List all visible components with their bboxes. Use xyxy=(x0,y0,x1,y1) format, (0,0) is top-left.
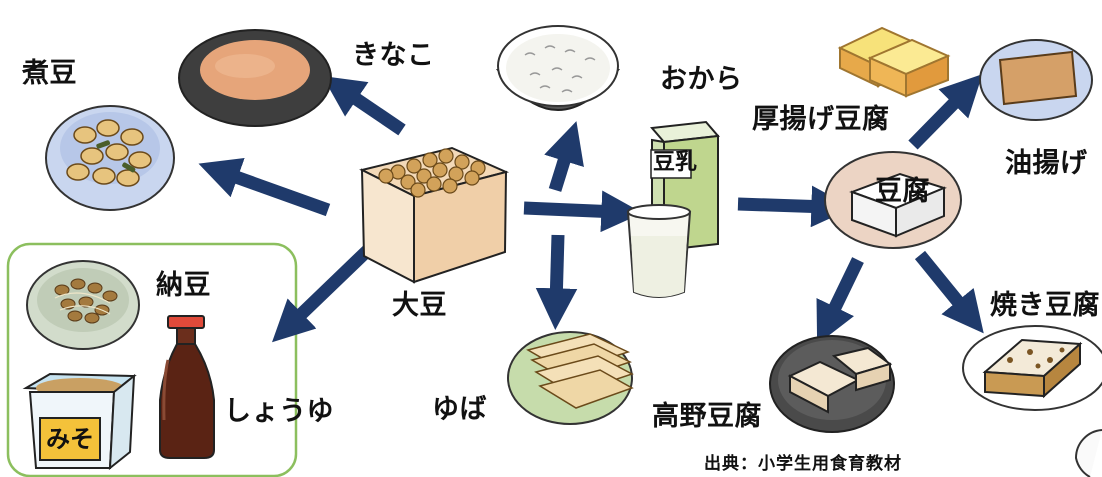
arrows xyxy=(198,74,984,345)
arrow-to-kouya xyxy=(816,257,864,345)
label-okara: おから xyxy=(660,64,743,95)
label-shoyu: しょうゆ xyxy=(224,396,334,427)
label-tofu: 豆腐 xyxy=(875,176,930,207)
kinako-bowl xyxy=(178,29,332,127)
label-kouya: 高野豆腐 xyxy=(652,401,762,432)
tofu-plate xyxy=(824,151,962,249)
arrow-to-okara xyxy=(544,121,584,192)
nimame-bowl xyxy=(45,105,175,211)
arrow-to-nimame xyxy=(198,158,331,217)
yakidofu-plate xyxy=(962,325,1102,411)
label-yakidofu: 焼き豆腐 xyxy=(990,290,1100,321)
arrow-to-soymilk xyxy=(523,190,643,233)
label-nimame: 煮豆 xyxy=(22,58,77,89)
arrow-to-kinako xyxy=(322,75,406,136)
label-tonyu-carton: 豆乳 xyxy=(653,150,698,175)
label-atsuage: 厚揚げ豆腐 xyxy=(752,104,890,135)
natto-bowl xyxy=(26,260,140,350)
aburaage-plate xyxy=(979,39,1093,121)
arrow-to-fermented xyxy=(272,245,373,343)
soy-sauce-bottle xyxy=(159,315,215,459)
arrow-to-tofu xyxy=(737,185,853,228)
corner-circle xyxy=(1074,429,1102,477)
arrow-to-yuba xyxy=(535,234,578,330)
arrow-to-yakidofu xyxy=(914,250,984,334)
atsuage-blocks xyxy=(837,26,951,98)
kouya-tofu-plate xyxy=(769,335,895,433)
label-daizu: 大豆 xyxy=(392,290,447,321)
label-natto: 納豆 xyxy=(156,270,211,301)
miso-container xyxy=(22,372,137,471)
label-kinako: きなこ xyxy=(352,40,435,71)
soymilk-glass xyxy=(626,204,692,298)
source-credit: 出典：小学生用食育教材 xyxy=(704,454,902,474)
yuba-plate xyxy=(507,331,634,425)
soybean-box xyxy=(359,146,510,284)
label-miso: みそ xyxy=(46,425,94,453)
label-yuba: ゆば xyxy=(432,394,487,425)
label-aburaage: 油揚げ xyxy=(1005,148,1088,179)
fermented-group-box xyxy=(6,242,298,477)
okara-bowl xyxy=(495,25,621,111)
arrow-to-aburaage xyxy=(908,74,983,150)
